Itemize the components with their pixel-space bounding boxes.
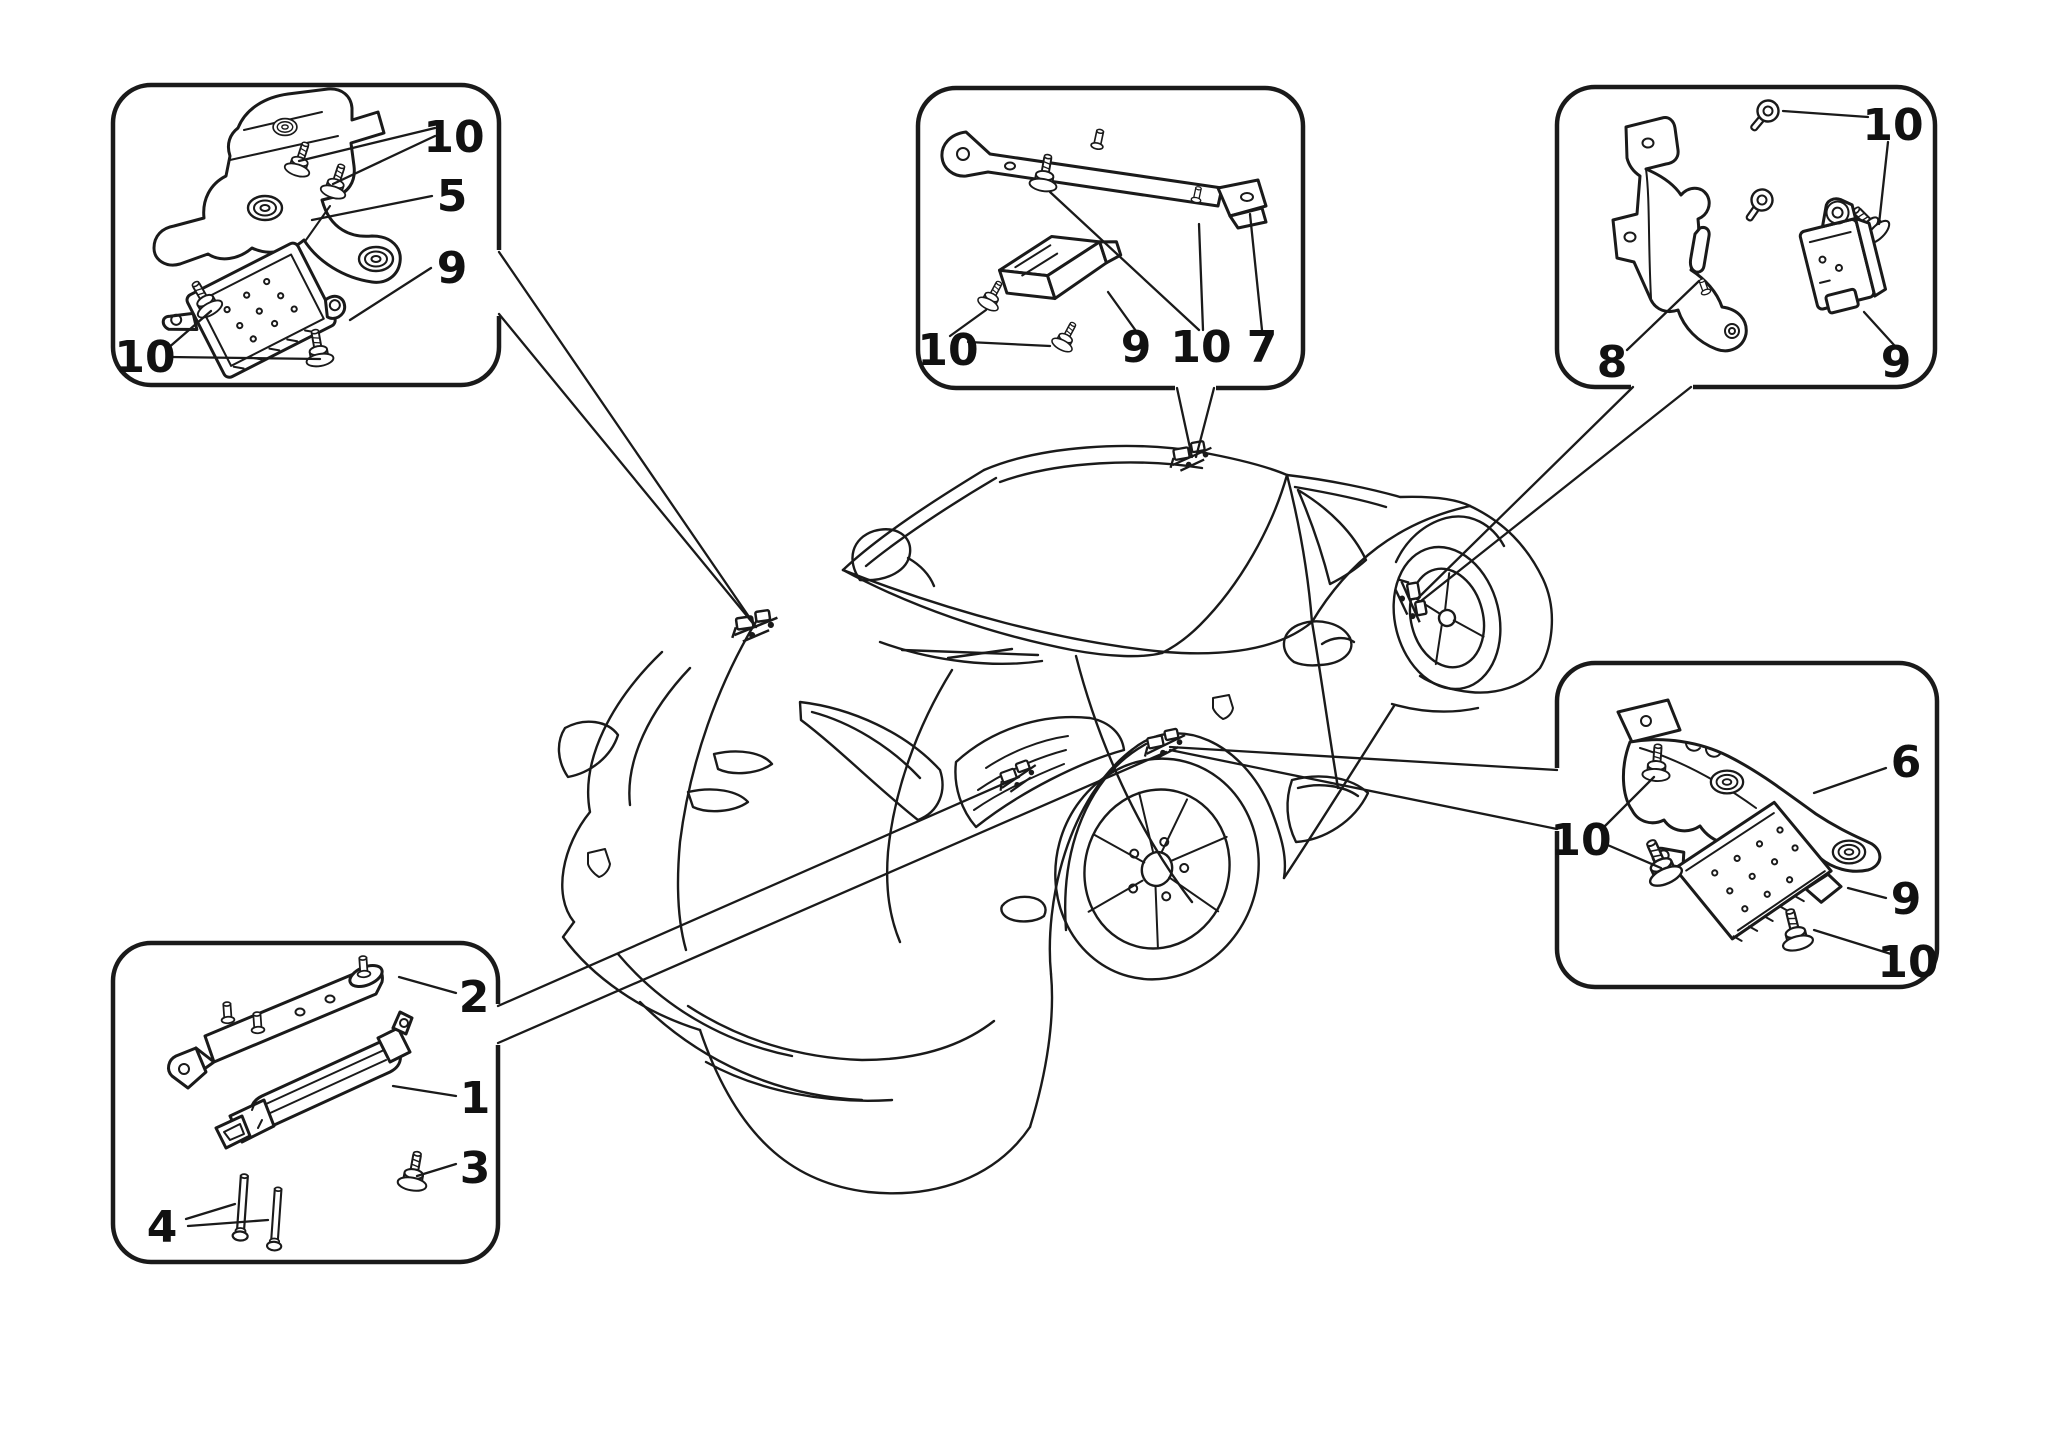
label-leaders: [948, 190, 1264, 348]
part-label-9: 9: [1881, 337, 1912, 388]
assembly-top-left: 10 5 9 10: [114, 87, 485, 383]
pointer-middle-right-a: [1168, 745, 1559, 772]
part-label-10: 10: [1877, 937, 1938, 988]
label-leaders: [1625, 109, 1896, 352]
front-wheel: [1054, 757, 1260, 981]
sensor-ecu-part-9: [1798, 197, 1888, 315]
label-leaders: [165, 126, 437, 361]
part-label-7: 7: [1247, 322, 1278, 373]
label-leaders: [1599, 766, 1893, 956]
pointer-lines: [496, 250, 1693, 1045]
assembly-top-right: 10 8 9: [1597, 95, 1924, 388]
pointer-middle-right-b: [1168, 748, 1559, 831]
ecu-plate-part-9: [1651, 800, 1843, 942]
bracket-part-6: [1616, 698, 1682, 744]
hood-shield-badge: [587, 848, 611, 878]
ecu-part-9: [998, 234, 1123, 300]
part-label-9: 9: [437, 243, 468, 294]
pointer-bottom-left-a: [496, 775, 1021, 1008]
pointer-top-left-a: [497, 250, 758, 629]
part-label-2: 2: [459, 972, 490, 1023]
fender-shield-badge: [1212, 694, 1234, 720]
car-illustration: [557, 438, 1554, 1195]
assembly-top-center: 10 9 10 7: [917, 127, 1278, 376]
part-label-6: 6: [1891, 737, 1922, 788]
pointer-bottom-left-b: [496, 750, 1168, 1045]
part-label-10: 10: [1170, 322, 1231, 373]
pointer-top-left-b: [497, 312, 758, 629]
part-label-9: 9: [1121, 322, 1152, 373]
pointer-top-center-b: [1194, 386, 1216, 459]
assembly-bottom-left: 2 1 3 4: [147, 954, 491, 1253]
pointer-top-center-a: [1175, 386, 1194, 459]
bracket-part-5: [152, 87, 402, 284]
label-leaders: [184, 975, 458, 1228]
pointer-top-right-a: [1415, 385, 1635, 601]
part-label-10: 10: [1862, 100, 1923, 151]
part-label-3: 3: [460, 1143, 491, 1194]
part-label-1: 1: [460, 1073, 491, 1124]
bracket-part-7: [940, 130, 1224, 208]
part-label-5: 5: [437, 171, 468, 222]
part-label-4: 4: [147, 1202, 178, 1253]
part-label-10: 10: [1550, 815, 1611, 866]
part-label-8: 8: [1597, 337, 1628, 388]
part-label-9: 9: [1891, 874, 1922, 925]
antenna-part-1: [214, 1010, 414, 1150]
part-label-10: 10: [114, 332, 175, 383]
assembly-middle-right: 6 10 9 10: [1550, 698, 1939, 988]
ecu-part-9: [161, 241, 347, 379]
part-label-10: 10: [423, 112, 484, 163]
pointer-top-right-b: [1419, 385, 1693, 603]
part-label-10: 10: [917, 325, 978, 376]
